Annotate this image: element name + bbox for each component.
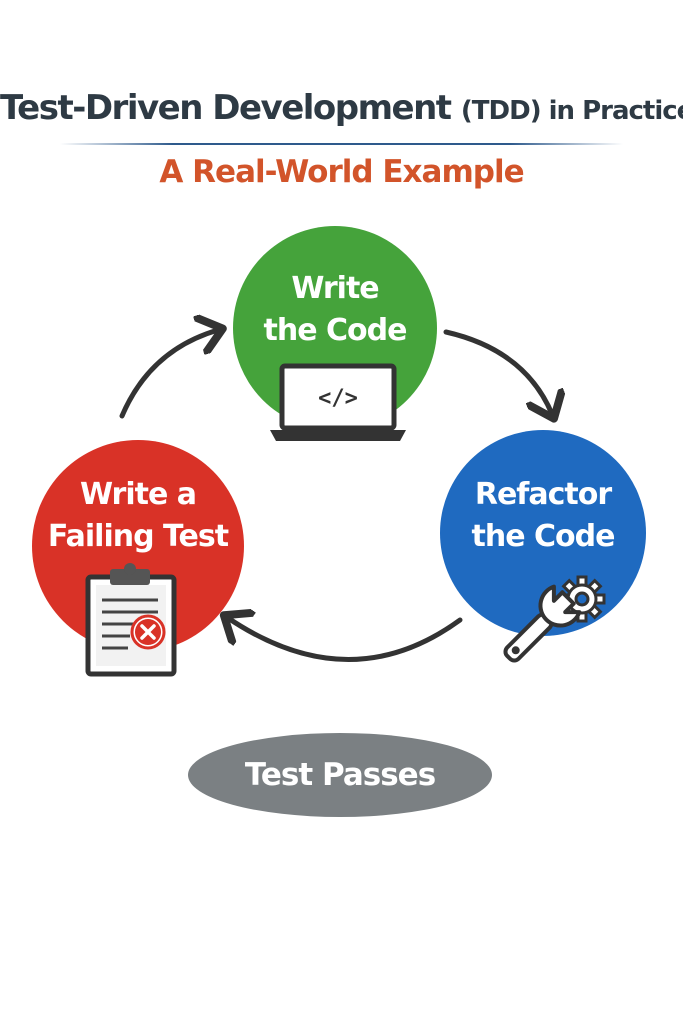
page-title: Test-Driven Development (TDD) in Practic… bbox=[0, 88, 683, 128]
failing-test-label-line1: Write a bbox=[79, 477, 197, 512]
wrench-gear-icon bbox=[503, 575, 606, 663]
arrow-to-refactor bbox=[443, 329, 552, 414]
page-subtitle: A Real-World Example bbox=[159, 154, 524, 190]
write-code-label-line2: the Code bbox=[263, 313, 408, 348]
refactor-label: Refactor the Code bbox=[440, 474, 646, 558]
title-main: Test-Driven Development bbox=[0, 88, 452, 128]
clipboard-fail-icon bbox=[85, 563, 177, 677]
title-small: (TDD) in Practice: bbox=[460, 96, 683, 126]
refactor-label-line2: the Code bbox=[471, 519, 616, 554]
write-code-label: Write the Code bbox=[233, 268, 437, 352]
laptop-code-icon: </> bbox=[270, 363, 406, 441]
failing-test-label: Write a Failing Test bbox=[32, 474, 244, 558]
refactor-label-line1: Refactor bbox=[474, 477, 612, 512]
arrow-to-write-code bbox=[119, 330, 218, 419]
title-divider bbox=[60, 143, 623, 145]
failing-test-label-line2: Failing Test bbox=[47, 519, 229, 554]
arrow-to-failing-test bbox=[228, 618, 463, 662]
write-code-label-line1: Write bbox=[291, 271, 379, 306]
laptop-code-text: </> bbox=[318, 386, 358, 411]
test-passes-badge: Test Passes bbox=[188, 733, 492, 817]
